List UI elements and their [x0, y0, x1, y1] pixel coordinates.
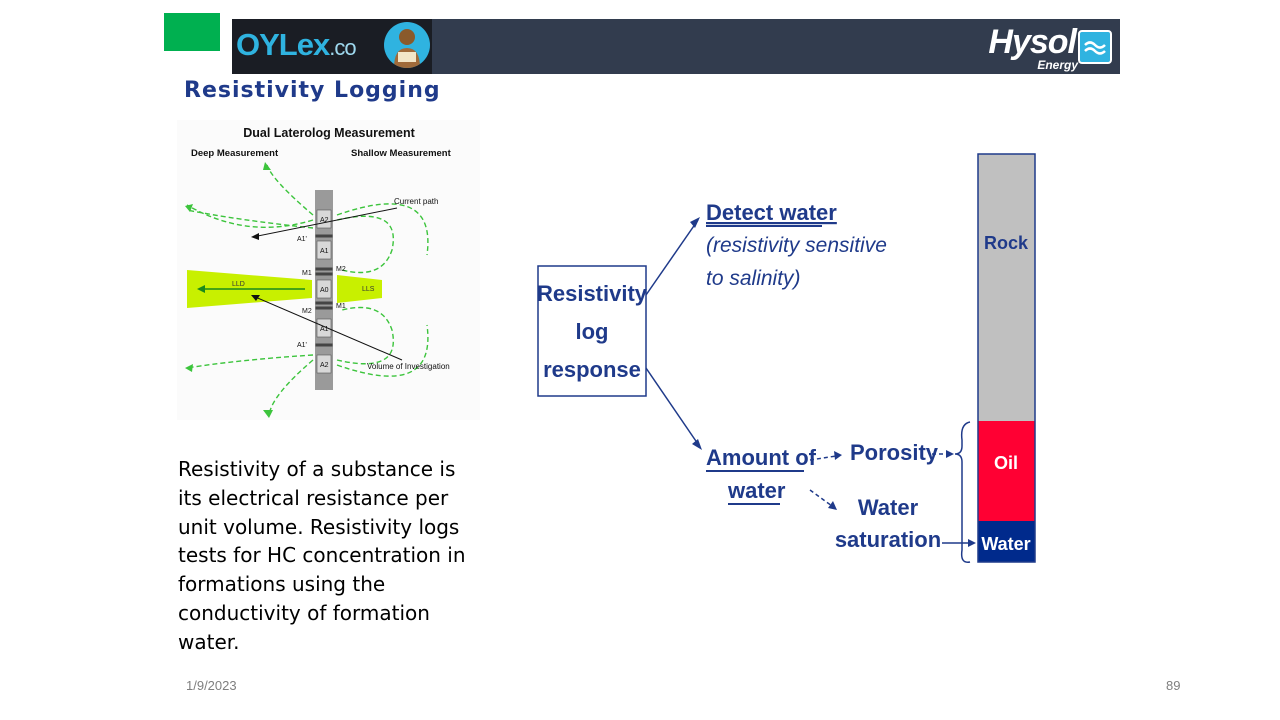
deep-measurement-label: Deep Measurement	[191, 148, 279, 159]
electrode-label-a1-prime-top: A1'	[297, 236, 307, 243]
hysol-logo-text: Hysol	[988, 23, 1077, 61]
current-path-pointer	[252, 207, 398, 238]
arrow-to-detect-water	[645, 219, 699, 296]
left-arrow-icon	[185, 204, 193, 212]
oylex-logo-text: OYLex	[236, 27, 330, 62]
oil-section	[978, 421, 1035, 521]
slide-body-text: Resistivity of a substance is its electr…	[178, 457, 466, 654]
dual-laterolog-diagram: Dual Laterolog Measurement Deep Measurem…	[177, 120, 480, 420]
green-accent-square	[164, 13, 220, 51]
volume-pointer	[252, 295, 403, 361]
footer-page-number: 89	[1166, 678, 1181, 693]
arrow-to-water-saturation	[809, 489, 833, 507]
lld-label: LLD	[232, 281, 245, 288]
electrode-label-a1-prime-bottom: A1'	[297, 342, 307, 349]
reader-avatar-icon	[384, 22, 430, 68]
porosity-label: Porosity	[850, 440, 939, 465]
electrode-label-a0: A0	[320, 287, 329, 294]
water-saturation-line-2: saturation	[835, 527, 941, 552]
amount-of-water-line-1: Amount of	[706, 445, 817, 470]
arrow-to-porosity	[809, 455, 837, 461]
slide-title: Resistivity Logging	[184, 78, 441, 103]
down-arrow-icon	[263, 410, 273, 418]
center-line-2: log	[576, 319, 609, 344]
arrowhead-icon-3	[834, 451, 842, 460]
water-section	[978, 521, 1035, 562]
monitor-label-m2-top: M2	[336, 266, 346, 273]
rock-label: Rock	[984, 233, 1029, 253]
electrode-a0	[316, 279, 332, 299]
pointer-arrowhead-icon	[251, 233, 259, 240]
electrode-label-a2-top: A2	[320, 217, 329, 224]
center-line-1: Resistivity	[537, 281, 648, 306]
monitor-label-m2-bottom: M2	[302, 308, 312, 315]
lld-arrowhead-icon	[197, 285, 205, 293]
lls-beam	[337, 275, 382, 303]
footer-date: 1/9/2023	[186, 678, 237, 693]
arrowhead-icon	[690, 217, 700, 228]
hysol-logo: Hysol Energy	[974, 22, 1114, 72]
electrode-label-a1-top: A1	[320, 248, 329, 255]
hysol-wave-icon	[1078, 30, 1112, 64]
laterolog-title: Dual Laterolog Measurement	[243, 126, 415, 140]
water-label: Water	[981, 534, 1030, 554]
water-saturation-line-1: Water	[858, 495, 919, 520]
rock-section	[978, 154, 1035, 421]
shallow-measurement-label: Shallow Measurement	[351, 148, 452, 159]
header-banner: OYLex.co Hysol Energy	[232, 19, 1120, 74]
electrode-a1-top	[316, 240, 332, 260]
arrowhead-icon-6	[968, 539, 976, 547]
oylex-logo: OYLex.co	[232, 19, 432, 74]
oylex-logo-suffix: .co	[329, 35, 356, 60]
current-path-label: Current path	[394, 197, 438, 206]
detect-note-line-1: (resistivity sensitive	[706, 234, 887, 257]
amount-of-water-line-2: water	[727, 478, 786, 503]
hysol-logo-subtext: Energy	[1037, 58, 1078, 72]
pointer-arrowhead-icon-2	[251, 295, 260, 301]
arrow-to-amount-of-water	[645, 367, 701, 448]
detect-water-label: Detect water	[706, 200, 837, 225]
resistivity-flow-diagram: Resistivity log response Detect water (r…	[537, 153, 1036, 563]
volume-of-investigation-label: Volume of Investigation	[367, 362, 450, 371]
left-arrow-icon-2	[185, 364, 193, 372]
arrowhead-icon-2	[692, 439, 702, 450]
up-arrow-icon	[263, 162, 271, 170]
oil-label: Oil	[994, 453, 1018, 473]
electrode-label-a1-bottom: A1	[320, 326, 329, 333]
monitor-label-m1-top: M1	[302, 270, 312, 277]
rock-column-outline	[977, 153, 1036, 563]
center-line-3: response	[543, 357, 641, 382]
electrode-label-a2-bottom: A2	[320, 362, 329, 369]
lls-label: LLS	[362, 286, 375, 293]
detect-note-line-2: to salinity)	[706, 267, 801, 290]
electrode-a2-bottom	[316, 354, 332, 374]
resistivity-log-response-box	[537, 265, 647, 397]
arrowhead-icon-5	[946, 450, 954, 458]
electrode-a1-bottom	[316, 318, 332, 338]
pore-space-brace	[954, 421, 971, 563]
monitor-label-m1-bottom: M1	[336, 303, 346, 310]
arrowhead-icon-4	[828, 501, 837, 510]
